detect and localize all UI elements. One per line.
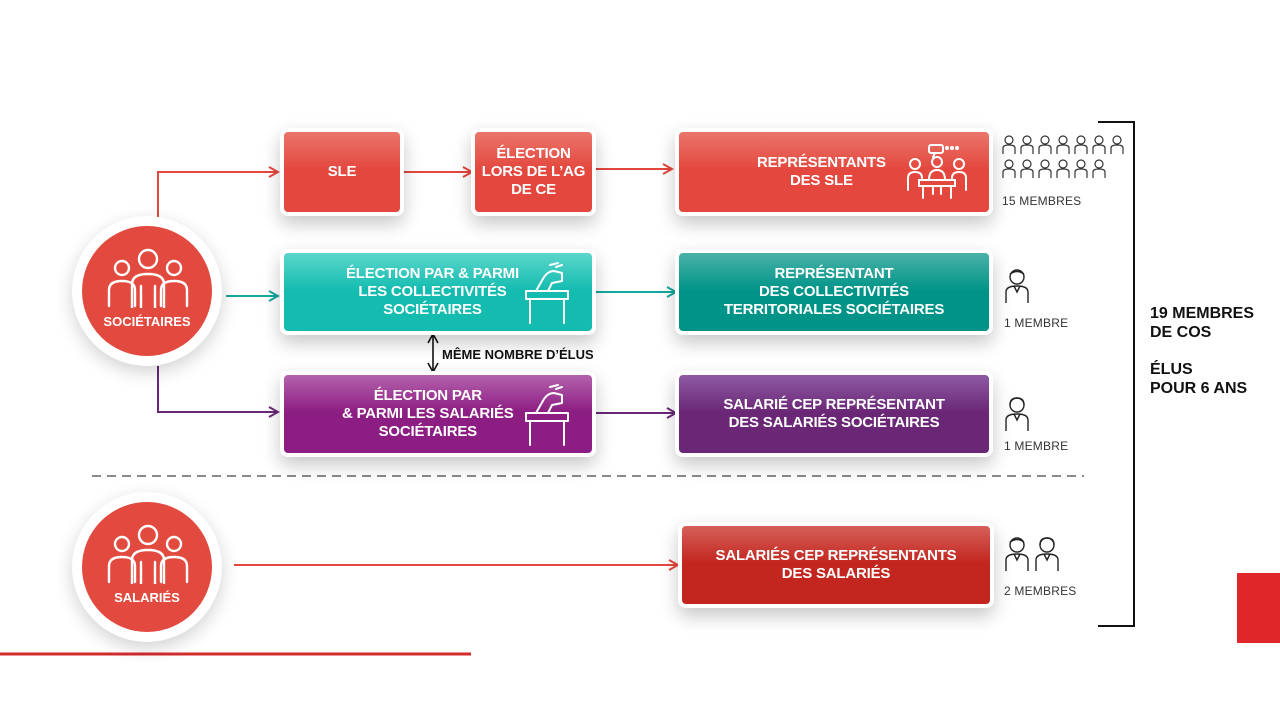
members-salaries-societaires: 1 MEMBRE xyxy=(1004,439,1069,453)
sle-box: SLE xyxy=(280,128,404,216)
members-sle: 15 MEMBRES xyxy=(1002,194,1082,208)
salaries-circle: SALARIÉS xyxy=(72,492,222,642)
salaries-cep-box: SALARIÉS CEP REPRÉSENTANTS DES SALARIÉS xyxy=(678,522,994,608)
salaries-cep-label: SALARIÉS CEP REPRÉSENTANTS DES SALARIÉS xyxy=(715,547,957,582)
two-persons-icon xyxy=(1005,537,1059,571)
representants-sle-label: REPRÉSENTANTS DES SLE xyxy=(757,154,886,189)
election-ag-box: ÉLECTION LORS DE L’AG DE CE xyxy=(471,128,596,216)
election-collectivites-box: ÉLECTION PAR & PARMI LES COLLECTIVITÉS S… xyxy=(280,249,596,335)
salaries-label: SALARIÉS xyxy=(114,590,180,605)
person-icon xyxy=(1005,269,1029,303)
representants-sle-box: REPRÉSENTANTS DES SLE xyxy=(675,128,993,216)
right-bracket xyxy=(1098,121,1135,627)
summary-total: 19 MEMBRES DE COS xyxy=(1150,305,1255,341)
election-collectivites-label: ÉLECTION PAR & PARMI LES COLLECTIVITÉS S… xyxy=(346,265,519,318)
group-people-icon xyxy=(107,524,189,584)
members-salaries: 2 MEMBRES xyxy=(1004,584,1077,598)
election-ag-label: ÉLECTION LORS DE L’AG DE CE xyxy=(481,145,586,198)
members-collectivites: 1 MEMBRE xyxy=(1004,316,1069,330)
election-salaries-box: ÉLECTION PAR & PARMI LES SALARIÉS SOCIÉT… xyxy=(280,371,596,457)
sle-box-label: SLE xyxy=(327,163,357,180)
meme-nombre-label: MÊME NOMBRE D’ÉLUS xyxy=(442,347,594,362)
summary-duration: ÉLUS POUR 6 ANS xyxy=(1150,361,1248,397)
representant-collectivites-label: REPRÉSENTANT DES COLLECTIVITÉS TERRITORI… xyxy=(723,265,945,318)
ballot-box-icon xyxy=(525,262,569,324)
members-grid-icon xyxy=(1002,135,1124,179)
group-people-icon xyxy=(107,248,189,308)
person-female-icon xyxy=(1005,397,1029,431)
election-salaries-label: ÉLECTION PAR & PARMI LES SALARIÉS SOCIÉT… xyxy=(342,387,514,440)
accent-block xyxy=(1237,573,1280,643)
societaires-label: SOCIÉTAIRES xyxy=(103,314,191,329)
salarie-cep-label: SALARIÉ CEP REPRÉSENTANT DES SALARIÉS SO… xyxy=(723,396,945,431)
arrow-societaires-to-sle xyxy=(157,172,278,218)
salarie-cep-box: SALARIÉ CEP REPRÉSENTANT DES SALARIÉS SO… xyxy=(675,371,993,457)
meeting-icon xyxy=(907,144,967,199)
representant-collectivites-box: REPRÉSENTANT DES COLLECTIVITÉS TERRITORI… xyxy=(675,249,993,335)
arrow-societaires-to-salaries xyxy=(157,366,278,412)
societaires-circle: SOCIÉTAIRES xyxy=(72,216,222,366)
ballot-box-icon xyxy=(525,384,569,446)
